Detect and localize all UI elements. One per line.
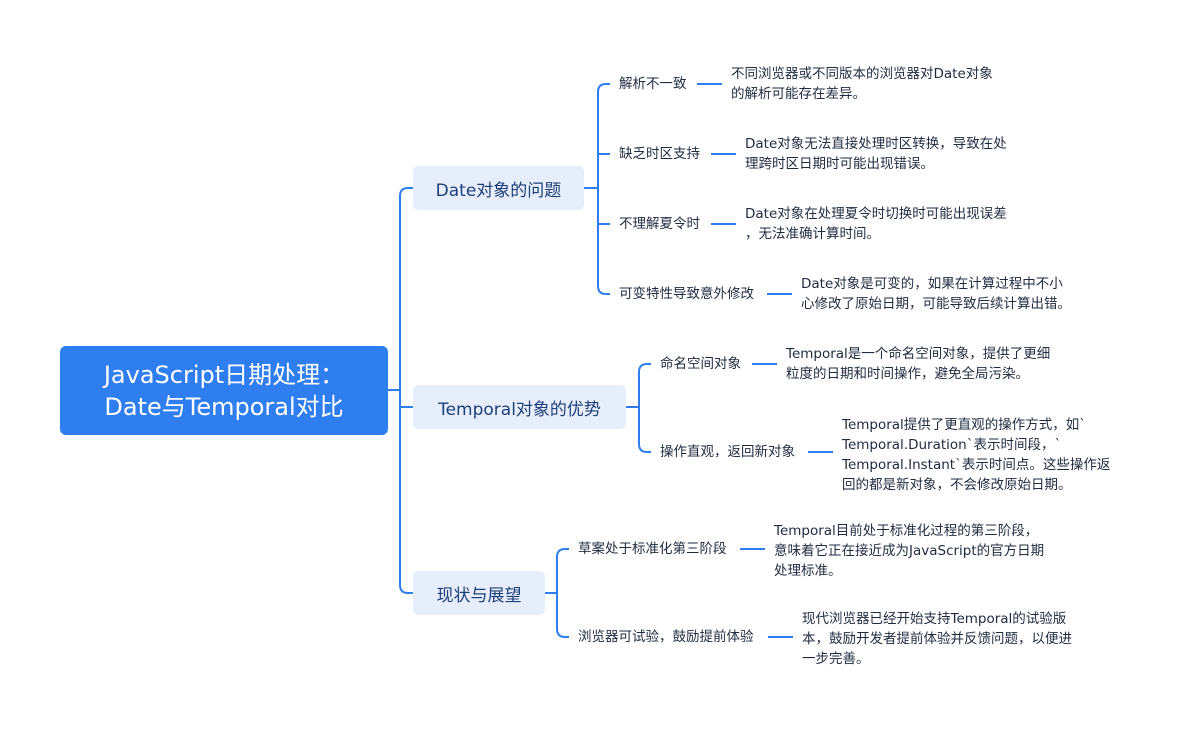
leaf-connector (597, 285, 610, 295)
leaf-connector (556, 548, 569, 558)
desc-line: 粒度的日期和时间操作，避免全局污染。 (786, 366, 1029, 382)
desc-line: Date对象在处理夏令时切换时可能出现误差 (745, 206, 1007, 222)
desc-line: 处理标准。 (774, 563, 842, 579)
desc-line: 不同浏览器或不同版本的浏览器对Date对象 (731, 66, 993, 82)
branch-temporal-advantages[interactable]: Temporal对象的优势 (413, 385, 626, 429)
leaf-connector (556, 628, 569, 638)
desc-stage-three: Temporal目前处于标准化过程的第三阶段， 意味着它正在接近成为JavaSc… (774, 521, 1044, 581)
desc-intuitive: Temporal提供了更直观的操作方式，如` Temporal.Duration… (842, 415, 1110, 495)
leaf-no-dst[interactable]: 不理解夏令时 (619, 216, 700, 232)
desc-line: 意味着它正在接近成为JavaScript的官方日期 (774, 543, 1045, 559)
desc-line: 现代浏览器已经开始支持Temporal的试验版 (802, 611, 1067, 627)
desc-line: 理跨时区日期时可能出现错误。 (745, 156, 934, 172)
desc-line: 本，鼓励开发者提前体验并反馈问题，以便进 (802, 631, 1072, 647)
leaf-parse-inconsistent[interactable]: 解析不一致 (619, 76, 687, 92)
desc-namespace: Temporal是一个命名空间对象，提供了更细 粒度的日期和时间操作，避免全局污… (786, 344, 1050, 384)
desc-line: ，无法准确计算时间。 (745, 226, 880, 242)
branch-date-problems[interactable]: Date对象的问题 (413, 166, 584, 210)
desc-line: Temporal目前处于标准化过程的第三阶段， (774, 523, 1039, 539)
desc-line: Temporal提供了更直观的操作方式，如` (842, 417, 1087, 433)
desc-no-dst: Date对象在处理夏令时切换时可能出现误差 ，无法准确计算时间。 (745, 204, 1007, 244)
desc-parse-inconsistent: 不同浏览器或不同版本的浏览器对Date对象 的解析可能存在差异。 (731, 64, 993, 104)
desc-line: 心修改了原始日期，可能导致后续计算出错。 (801, 296, 1071, 312)
desc-line: Temporal.Duration`表示时间段，` (842, 437, 1062, 453)
desc-line: 回的都是新对象，不会修改原始日期。 (842, 477, 1072, 493)
desc-line: 一步完善。 (802, 651, 870, 667)
leaf-stage-three[interactable]: 草案处于标准化第三阶段 (578, 541, 727, 557)
root-title-line-1: JavaScript日期处理： (103, 360, 345, 389)
leaf-connector (597, 83, 610, 93)
desc-line: Date对象是可变的，如果在计算过程中不小 (801, 276, 1063, 292)
leaf-connector (638, 363, 651, 373)
desc-browser-trial: 现代浏览器已经开始支持Temporal的试验版 本，鼓励开发者提前体验并反馈问题… (802, 609, 1072, 669)
leaf-mutable[interactable]: 可变特性导致意外修改 (619, 286, 754, 302)
branch-connector (399, 187, 413, 197)
desc-mutable: Date对象是可变的，如果在计算过程中不小 心修改了原始日期，可能导致后续计算出… (801, 274, 1071, 314)
branch-connector (399, 584, 413, 594)
root-title-line-2: Date与Temporal对比 (104, 392, 344, 421)
desc-line: Temporal.Instant`表示时间点。这些操作返 (842, 457, 1111, 473)
leaf-intuitive[interactable]: 操作直观，返回新对象 (660, 444, 795, 460)
leaf-namespace[interactable]: 命名空间对象 (660, 356, 741, 372)
leaf-browser-trial[interactable]: 浏览器可试验，鼓励提前体验 (578, 629, 754, 645)
branch-status-outlook[interactable]: 现状与展望 (413, 571, 545, 615)
desc-no-timezone: Date对象无法直接处理时区转换，导致在处 理跨时区日期时可能出现错误。 (745, 134, 1007, 174)
leaf-no-timezone[interactable]: 缺乏时区支持 (619, 146, 700, 162)
leaf-connector (638, 443, 651, 453)
desc-line: Date对象无法直接处理时区转换，导致在处 (745, 136, 1007, 152)
root-topic[interactable]: JavaScript日期处理： Date与Temporal对比 (60, 346, 388, 435)
desc-line: 的解析可能存在差异。 (731, 86, 866, 102)
desc-line: Temporal是一个命名空间对象，提供了更细 (786, 346, 1051, 362)
